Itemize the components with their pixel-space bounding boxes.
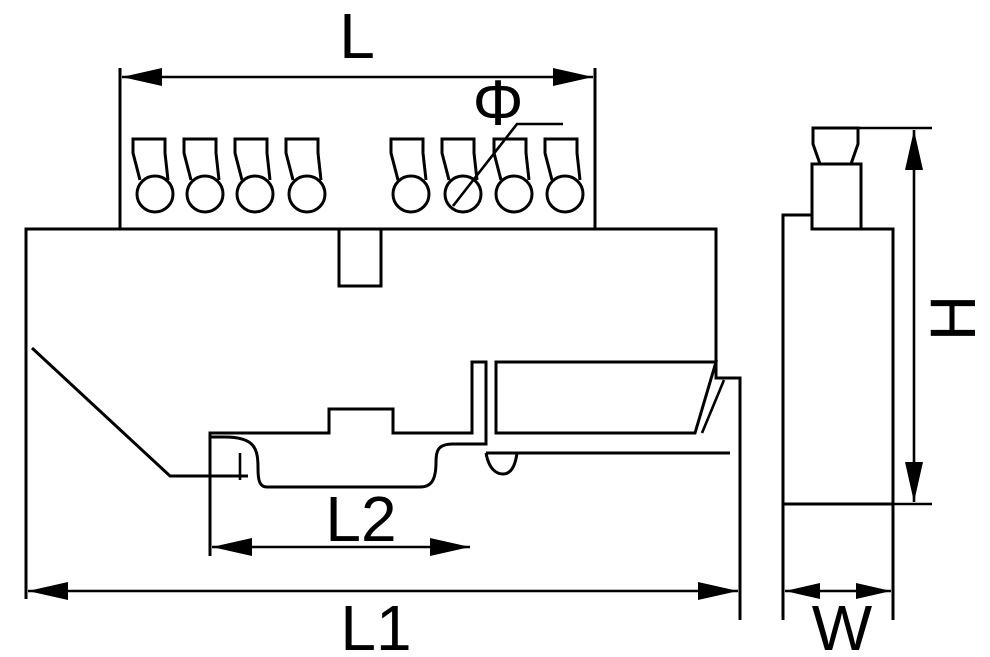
terminal-2 [182,137,221,181]
side-terminal-cap [811,126,860,166]
terminal-screw-4 [287,174,327,214]
diagonal-edge [30,346,248,478]
terminal-screw-3 [235,174,275,214]
terminal-row [131,137,585,214]
terminal-1 [131,137,170,181]
dimension-W [785,583,891,599]
label-H: H [917,295,989,341]
front-view [24,68,742,620]
label-L2: L2 [325,483,396,555]
side-terminal-body [810,162,863,231]
center-tab [337,227,383,288]
terminal-screw-1 [135,174,175,214]
terminal-screw-7 [494,174,534,214]
label-W: W [812,592,873,657]
terminal-screw-6 [443,174,483,214]
dimension-L [122,68,593,86]
dimension-L1 [28,582,738,600]
side-body [781,213,895,620]
side-view [781,126,932,620]
label-L1: L1 [340,592,411,657]
terminal-4 [284,137,323,181]
dimension-L2 [212,538,470,556]
main-body-outline [24,227,742,620]
phi-leader-line [451,122,563,207]
clip-profile [208,360,488,556]
dimension-H [905,130,923,502]
terminal-5 [389,137,428,181]
latch-curve [484,452,519,476]
rail-slot [494,360,719,435]
side-dimension-extension [858,126,932,506]
terminal-screw-5 [391,174,431,214]
label-phi: Φ [472,67,523,139]
rail-slot-edge [700,379,726,434]
label-L: L [339,0,375,72]
terminal-7 [492,137,531,181]
terminal-3 [233,137,272,181]
terminal-block-outline [118,68,597,229]
terminal-8 [543,137,582,181]
terminal-6 [440,137,479,181]
terminal-screw-8 [545,174,585,214]
terminal-screw-2 [185,174,225,214]
